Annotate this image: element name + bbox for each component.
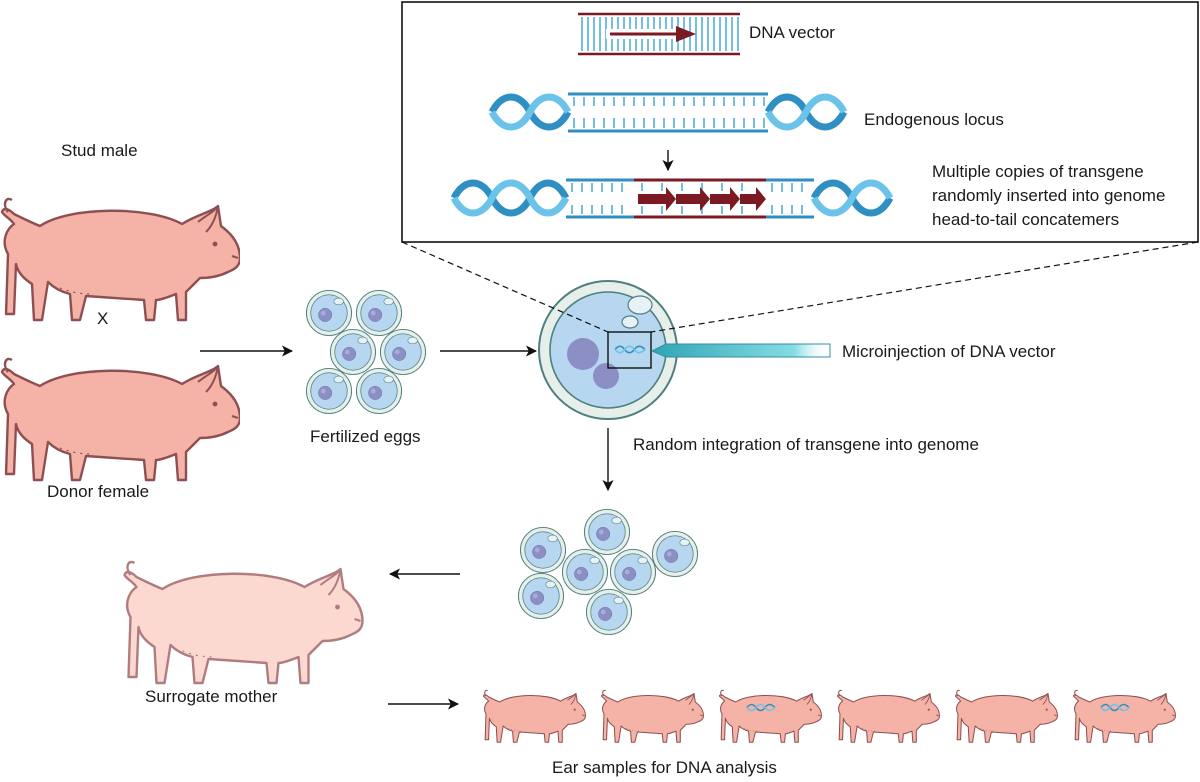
dna-vector-label: DNA vector	[749, 23, 835, 42]
zoom-box	[607, 331, 652, 369]
egg-icon	[519, 526, 567, 574]
transgenic-piglet	[1073, 690, 1176, 743]
transgene-description: Multiple copies of transgene randomly ins…	[932, 160, 1165, 232]
donor-female-pig-icon	[2, 358, 240, 480]
stud-male-pig-icon	[2, 198, 240, 320]
egg-icon	[651, 530, 699, 578]
surrogate-mother-label: Surrogate mother	[145, 687, 278, 706]
piglet-icon	[719, 690, 822, 743]
piglet-icon	[601, 690, 704, 743]
microinjection-label: Microinjection of DNA vector	[842, 342, 1056, 361]
random-integration-label: Random integration of transgene into gen…	[633, 435, 979, 454]
stud-male-label: Stud male	[61, 141, 138, 160]
piglet-icon	[483, 690, 586, 743]
endogenous-locus-label: Endogenous locus	[864, 110, 1004, 129]
egg-icon	[355, 367, 403, 415]
egg-icon	[379, 328, 427, 376]
surrogate-mother-pig-icon	[124, 561, 363, 683]
transgene-line: head-to-tail concatemers	[932, 210, 1120, 229]
endogenous-locus-graphic	[488, 92, 848, 133]
piglet-icon	[837, 690, 940, 743]
egg-icon	[355, 289, 403, 337]
egg-icon	[561, 548, 609, 596]
injection-needle	[650, 343, 831, 358]
piglet-icon	[955, 690, 1058, 743]
egg-icon	[329, 328, 377, 376]
transgene-locus-graphic	[450, 178, 894, 219]
transgenic-piglet	[719, 690, 822, 743]
transgene-line: Multiple copies of transgene	[932, 162, 1144, 181]
piglet	[837, 690, 940, 743]
ear-samples-label: Ear samples for DNA analysis	[552, 758, 777, 777]
piglet-icon	[1073, 690, 1176, 743]
piglet	[483, 690, 586, 743]
piglet	[601, 690, 704, 743]
egg-icon	[609, 548, 657, 596]
dna-vector-graphic	[578, 12, 740, 56]
cross-symbol: X	[97, 309, 109, 328]
microinjected-egg	[538, 280, 831, 420]
donor-female-label: Donor female	[47, 482, 150, 501]
egg-icon	[305, 367, 353, 415]
egg-icon	[585, 588, 633, 636]
offspring-row	[483, 690, 1176, 743]
fertilized-eggs-cluster	[305, 289, 427, 415]
transgene-line: randomly inserted into genome	[932, 186, 1166, 205]
egg-icon	[517, 572, 565, 620]
fertilized-eggs-label: Fertilized eggs	[310, 427, 421, 446]
egg-icon	[305, 289, 353, 337]
embryo-cluster	[517, 508, 699, 636]
piglet	[955, 690, 1058, 743]
egg-icon	[583, 508, 631, 556]
